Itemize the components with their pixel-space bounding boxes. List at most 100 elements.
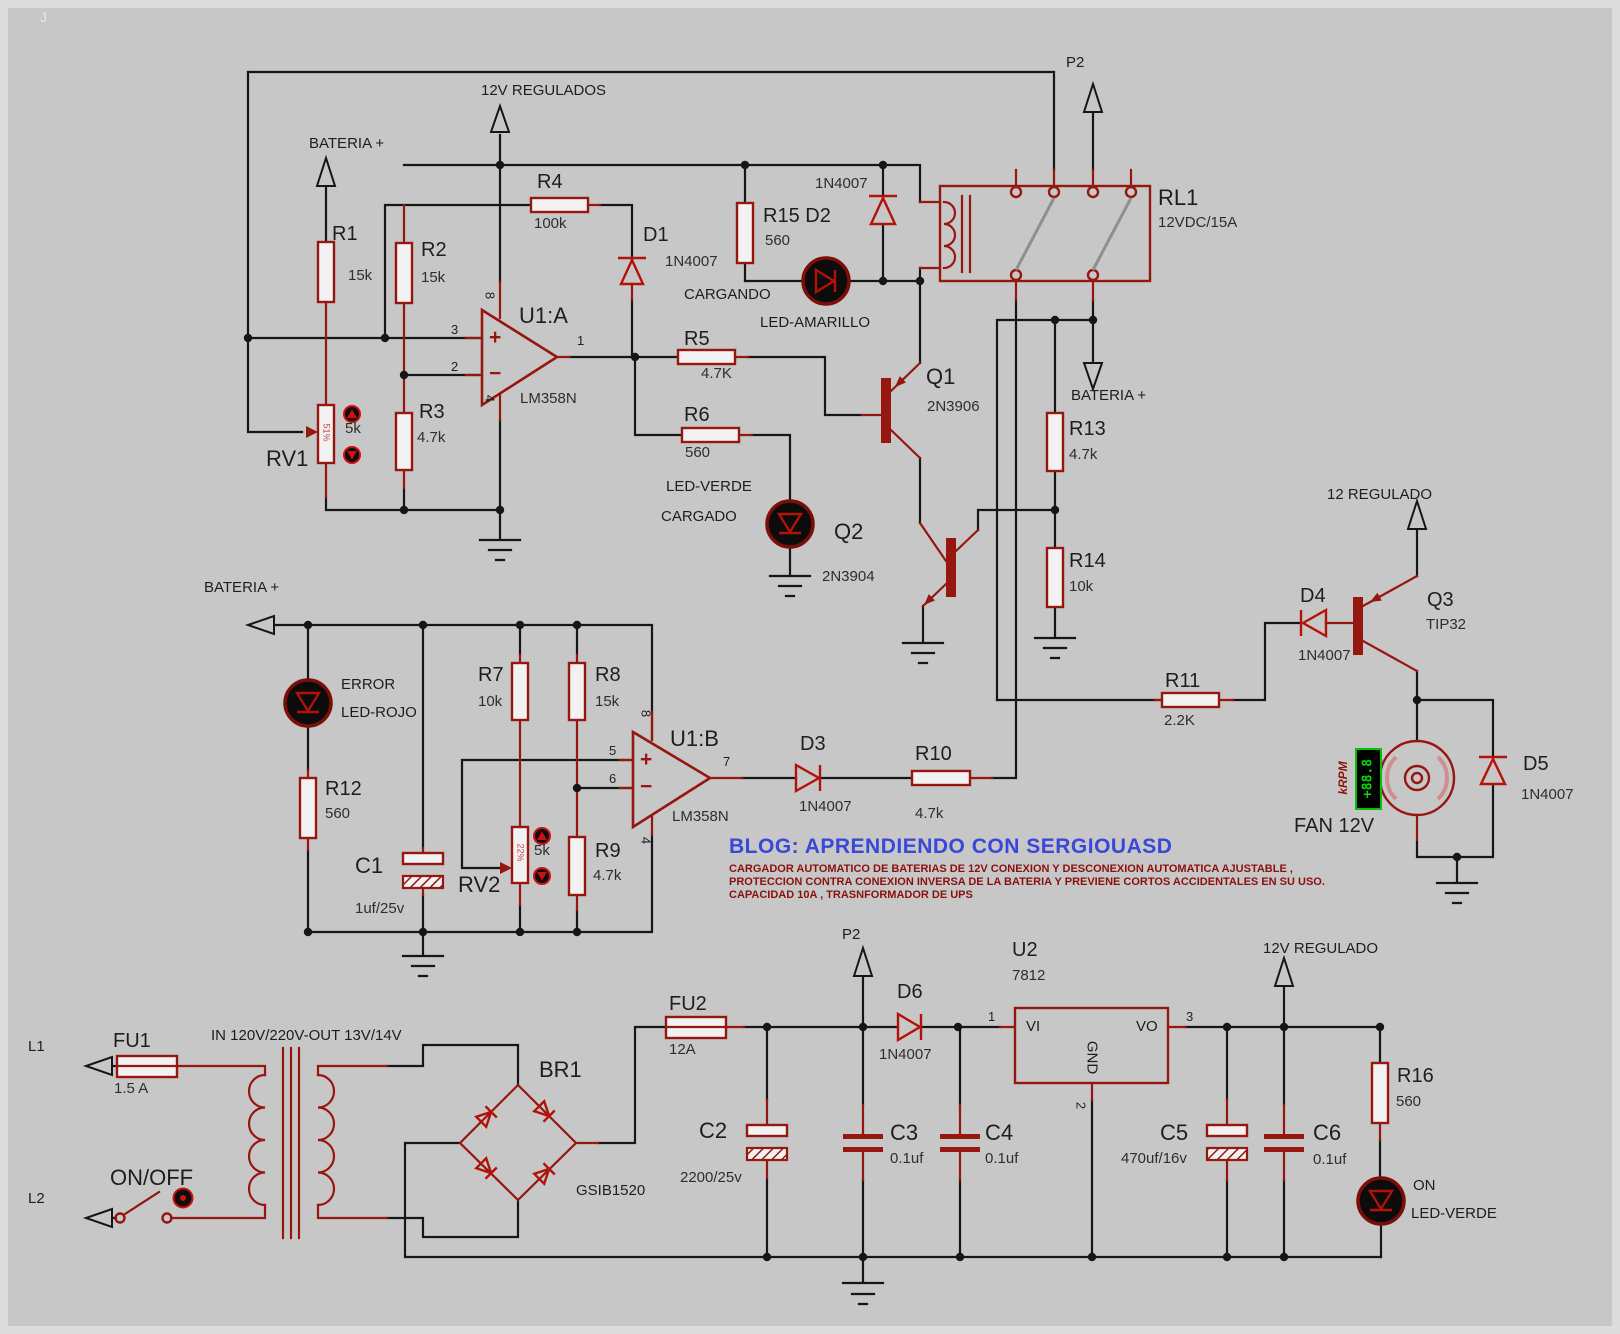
pot-rv1 [316, 403, 336, 465]
switch-label: ON/OFF [110, 1165, 194, 1190]
rl1-val: 12VDC/15A [1158, 214, 1238, 231]
blog-line1: CARGADOR AUTOMATICO DE BATERIAS DE 12V C… [729, 863, 1293, 875]
wires-red [123, 168, 1419, 1220]
power-switch[interactable] [114, 1187, 194, 1224]
blog-line3: CAPACIDAD 10A , TRASNFORMADOR DE UPS [729, 889, 973, 901]
resistor-r16 [1370, 1061, 1390, 1125]
resistor-r3 [394, 411, 414, 472]
r13-ref: R13 [1069, 418, 1106, 440]
d1-val: 1N4007 [665, 253, 718, 270]
u1a-pin1: 1 [577, 333, 585, 348]
fuse-fu2 [664, 1015, 728, 1040]
bridge-br1 [458, 1083, 578, 1202]
c3-val: 0.1uf [890, 1150, 924, 1167]
fan-motor [1355, 739, 1456, 817]
led-on-line2: LED-VERDE [1411, 1205, 1497, 1222]
c4-val: 0.1uf [985, 1150, 1019, 1167]
u1b-pin4: 4 [638, 836, 654, 845]
terminal-l2: L2 [28, 1190, 45, 1207]
resistor-r8 [567, 661, 587, 722]
c3-ref: C3 [890, 1120, 919, 1145]
transformer [247, 1046, 336, 1240]
fu2-ref: FU2 [669, 993, 707, 1015]
c5-val: 470uf/16v [1121, 1150, 1187, 1167]
c6-val: 0.1uf [1313, 1151, 1347, 1168]
c1-val: 1uf/25v [355, 900, 405, 917]
r3-ref: R3 [419, 401, 445, 423]
fan-gauge-value: +88.8 [1360, 758, 1376, 799]
u1b-pin7: 7 [723, 754, 731, 769]
led-rojo-line1: ERROR [341, 676, 396, 693]
resistor-r13 [1045, 411, 1065, 473]
led-rojo-line2: LED-ROJO [341, 704, 417, 721]
r14-val: 10k [1069, 578, 1094, 595]
u1a-plus: + [489, 326, 502, 349]
diode-d3 [794, 762, 822, 794]
u1b-pin6: 6 [609, 771, 617, 786]
rv1-val: 5k [345, 420, 361, 437]
rv1-ref: RV1 [266, 446, 309, 471]
transformer-label: IN 120V/220V-OUT 13V/14V [211, 1027, 402, 1044]
cap-c5 [1205, 1123, 1249, 1162]
d5-val: 1N4007 [1521, 786, 1574, 803]
pot-rv2 [510, 825, 530, 885]
fuses [115, 1015, 728, 1079]
r7-ref: R7 [478, 664, 504, 686]
u2-vo: VO [1136, 1018, 1158, 1035]
u1a-val: LM358N [520, 390, 577, 407]
r10-val: 4.7k [915, 805, 944, 822]
d2-val: 1N4007 [815, 175, 868, 192]
rl1-ref: RL1 [1158, 185, 1199, 210]
resistor-r10 [910, 769, 972, 787]
power-arrows [82, 80, 1428, 1229]
rv2-up-button[interactable] [533, 827, 551, 845]
resistor-r2 [394, 241, 414, 305]
rv1-up-button[interactable] [343, 405, 361, 423]
led-amarillo-line2: LED-AMARILLO [760, 314, 871, 331]
rv2-down-button[interactable] [533, 867, 551, 885]
r6-ref: R6 [684, 404, 710, 426]
r9-val: 4.7k [593, 867, 622, 884]
rv2-val: 5k [534, 842, 550, 859]
regulator-u2 [1013, 1006, 1170, 1085]
led-verde-line2: CARGADO [661, 508, 737, 525]
r1-ref: R1 [332, 223, 358, 245]
r12-ref: R12 [325, 778, 362, 800]
capacitors [401, 851, 1304, 1162]
q3-val: TIP32 [1426, 616, 1467, 633]
u2-pin3: 3 [1186, 1009, 1194, 1024]
u2-gnd: GND [1083, 1040, 1101, 1075]
q1-val: 2N3906 [927, 398, 980, 415]
net-p2-top: P2 [1066, 54, 1085, 71]
q2-val: 2N3904 [822, 568, 875, 585]
r11-ref: R11 [1165, 670, 1201, 692]
d6-ref: D6 [897, 981, 923, 1003]
r2-ref: R2 [421, 239, 447, 261]
u2-vi: VI [1026, 1018, 1041, 1035]
r3-val: 4.7k [417, 429, 446, 446]
net-bateria-mid: BATERIA + [204, 579, 280, 596]
fu1-ref: FU1 [113, 1030, 151, 1052]
u1b-minus: − [640, 775, 653, 798]
d6-val: 1N4007 [879, 1046, 932, 1063]
cap-c4 [940, 1134, 980, 1152]
leds [283, 256, 1406, 1226]
fuse-fu1 [115, 1054, 179, 1079]
r1-val: 15k [348, 267, 373, 284]
rv2-percent: 22% [515, 843, 526, 862]
r16-val: 560 [1396, 1093, 1422, 1110]
opamp-u1b [631, 729, 713, 830]
r10-ref: R10 [915, 743, 952, 765]
diode-d6 [896, 1011, 923, 1043]
u1a-pin2: 2 [451, 359, 459, 374]
net-12-regulado: 12 REGULADO [1327, 486, 1433, 503]
r16-ref: R16 [1397, 1065, 1434, 1087]
q1-ref: Q1 [926, 364, 956, 389]
d3-val: 1N4007 [799, 798, 852, 815]
u1a-pin4: 4 [482, 394, 498, 403]
diodes [618, 194, 1507, 1043]
u1b-pin5: 5 [609, 743, 617, 758]
rv1-down-button[interactable] [343, 446, 361, 464]
fan-label: FAN 12V [1294, 815, 1375, 837]
